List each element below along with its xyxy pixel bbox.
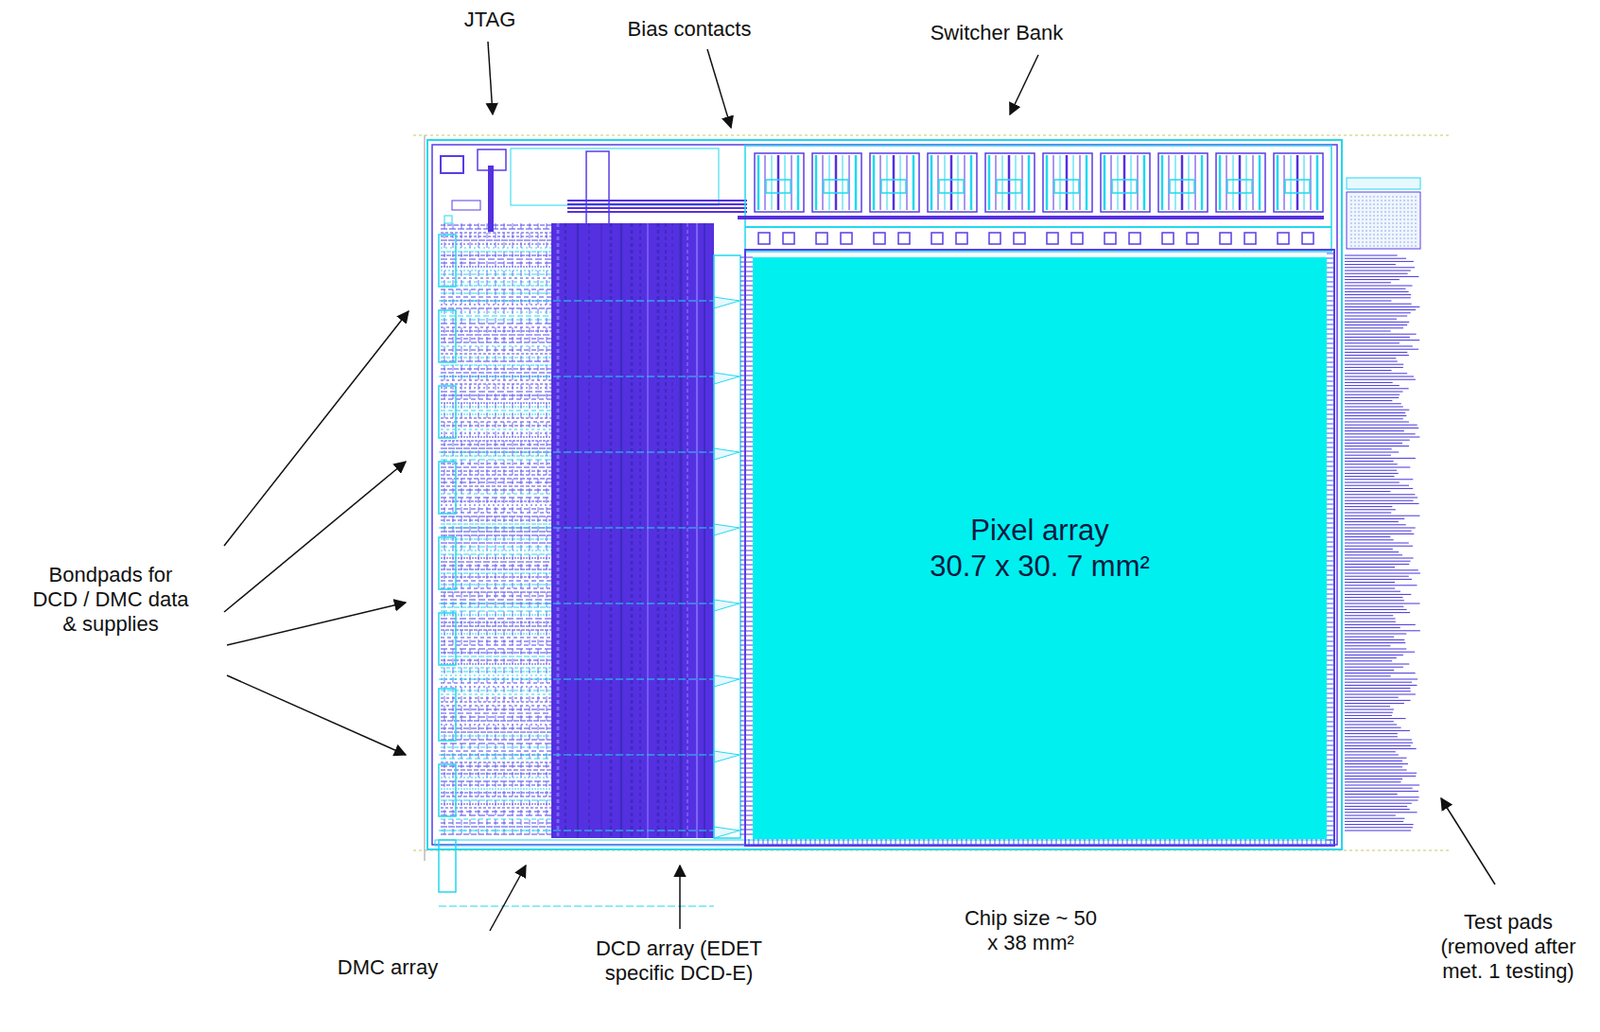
callout-label: DCD array (EDET specific DCD-E) xyxy=(570,936,788,986)
callout-label: Chip size ~ 50 x 38 mm² xyxy=(959,905,1102,956)
callout-label: Bias contacts xyxy=(594,17,784,42)
guide-line xyxy=(413,134,1449,136)
callout-label: JTAG xyxy=(433,7,547,33)
edge-line xyxy=(424,135,426,861)
callout-label: Switcher Bank xyxy=(902,20,1092,46)
pixel-array: Pixel array30.7 x 30. 7 mm² xyxy=(752,257,1327,839)
leader-arrow xyxy=(224,461,406,612)
chip-outline xyxy=(427,139,1342,850)
jtag-area xyxy=(440,148,748,232)
leader-arrow xyxy=(487,41,493,115)
array-label: Pixel array xyxy=(970,512,1109,549)
leader-arrow xyxy=(226,675,406,755)
array-periphery xyxy=(745,249,1335,846)
callout-label: Bondpads for DCD / DMC data & supplies xyxy=(30,562,192,637)
leader-arrow xyxy=(707,49,731,128)
leader-arrow xyxy=(226,602,406,645)
chip-outline xyxy=(432,144,1338,845)
switcher-bank xyxy=(737,145,1332,252)
array-label: 30.7 x 30. 7 mm² xyxy=(929,548,1150,585)
leader-arrow xyxy=(224,311,409,546)
test-pads xyxy=(1344,177,1421,831)
leader-arrow xyxy=(489,865,526,931)
callout-label: Test pads (removed after met. 1 testing) xyxy=(1427,909,1589,984)
callout-label: DMC array xyxy=(312,955,464,980)
dcd-dmc-array xyxy=(438,223,753,906)
leader-arrow xyxy=(1441,798,1496,885)
leader-arrow xyxy=(678,865,681,929)
leader-arrow xyxy=(1009,54,1039,115)
